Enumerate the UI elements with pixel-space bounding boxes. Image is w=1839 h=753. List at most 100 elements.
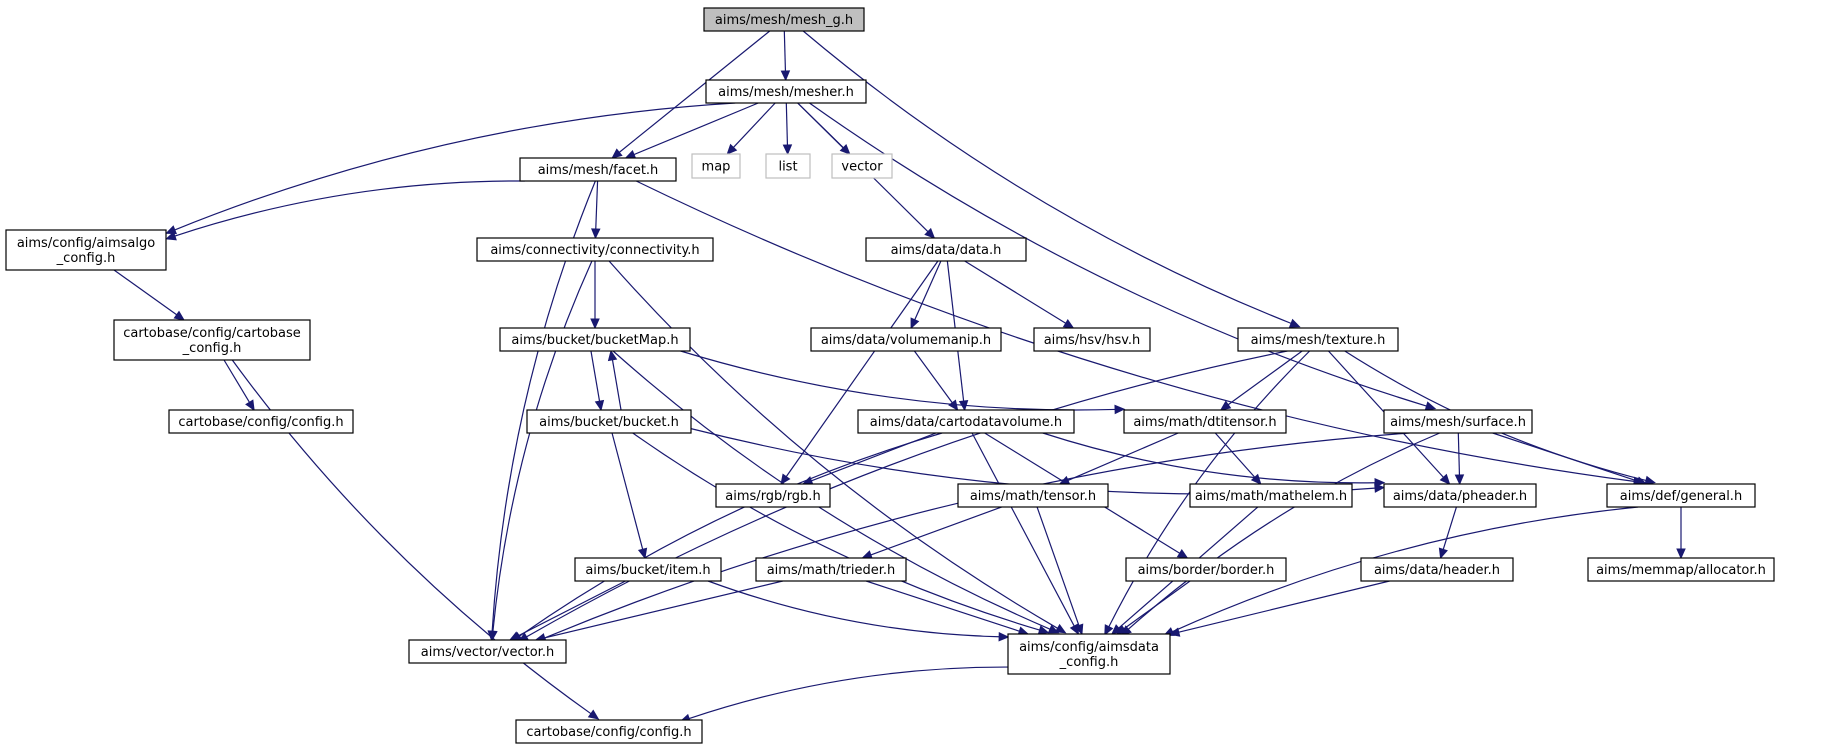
node-label: aims/mesh/facet.h: [538, 163, 659, 178]
arrowhead: [1176, 548, 1189, 559]
edge-cartodatavolume-to-aimsdata: [971, 432, 1075, 627]
arrowhead: [780, 70, 791, 82]
node-label: aims/data/volumemanip.h: [821, 333, 991, 348]
node-box: [1033, 327, 1151, 352]
node-aimsalgo[interactable]: aims/config/aimsalgo_config.h: [5, 229, 167, 271]
node-box: [1606, 483, 1756, 508]
edge-surface-to-aimsdata: [1127, 432, 1440, 630]
node-pheader[interactable]: aims/data/pheader.h: [1383, 483, 1537, 508]
arrowhead: [488, 630, 498, 642]
node-map[interactable]: map: [691, 153, 741, 179]
arrowhead: [624, 149, 637, 159]
edge-bucket-to-aimsdata: [632, 432, 1040, 631]
edge-bucket-to-bucketMap: [611, 359, 622, 411]
node-aimsdata[interactable]: aims/config/aimsdata_config.h: [1007, 633, 1171, 675]
edge-connectivity-to-vecvector: [492, 260, 593, 632]
node-mathelem[interactable]: aims/math/mathelem.h: [1189, 483, 1353, 508]
arrowhead: [1250, 473, 1262, 485]
node-connectivity[interactable]: aims/connectivity/connectivity.h: [476, 237, 714, 262]
edge-texture-to-aimsdata: [1108, 350, 1311, 627]
node-facet[interactable]: aims/mesh/facet.h: [519, 157, 677, 182]
node-label: aims/bucket/bucketMap.h: [511, 333, 678, 348]
node-cartodatavolume[interactable]: aims/data/cartodatavolume.h: [857, 409, 1075, 434]
node-header[interactable]: aims/data/header.h: [1360, 557, 1514, 582]
edge-aimsalgo-to-cartobase_cfg: [113, 269, 178, 316]
edge-facet-to-general: [635, 180, 1635, 483]
edge-mesher-to-map: [733, 102, 776, 148]
node-box: [1189, 483, 1353, 508]
arrowhead: [165, 225, 178, 235]
edge-tensor-to-aimsdata: [1036, 506, 1080, 626]
node-vecvector[interactable]: aims/vector/vector.h: [408, 639, 567, 664]
node-box: [515, 719, 703, 744]
node-mesher[interactable]: aims/mesh/mesher.h: [705, 79, 867, 104]
edge-tensor-to-trieder: [870, 506, 1002, 556]
arrowhead: [924, 227, 936, 239]
node-label: aims/rgb/rgb.h: [725, 489, 820, 504]
arrowhead: [591, 228, 601, 240]
node-tensor[interactable]: aims/math/tensor.h: [957, 483, 1109, 508]
arrowhead: [245, 399, 255, 412]
node-item[interactable]: aims/bucket/item.h: [574, 557, 722, 582]
edge-mesh_g-to-facet: [618, 30, 771, 153]
edge-item-to-aimsdata: [707, 580, 1000, 638]
edge-pheader-to-header: [1442, 506, 1458, 550]
node-rgb[interactable]: aims/rgb/rgb.h: [715, 483, 831, 508]
node-box: [1125, 557, 1287, 582]
node-trieder[interactable]: aims/math/trieder.h: [755, 557, 907, 582]
node-label: aims/data/header.h: [1374, 563, 1500, 578]
node-volumemanip[interactable]: aims/data/volumemanip.h: [810, 327, 1002, 352]
node-dtitensor[interactable]: aims/math/dtitensor.h: [1123, 409, 1287, 434]
node-vector[interactable]: vector: [831, 153, 893, 179]
node-box: [574, 557, 722, 582]
arrowhead: [1438, 547, 1448, 560]
arrowhead: [998, 632, 1010, 642]
edge-cartodatavolume-to-pheader: [1042, 432, 1376, 484]
arrowhead: [780, 473, 791, 486]
node-data[interactable]: aims/data/data.h: [865, 237, 1027, 262]
node-box: [168, 409, 354, 434]
edge-data-to-rgb: [785, 260, 939, 477]
arrowhead: [1168, 627, 1181, 637]
node-hsv[interactable]: aims/hsv/hsv.h: [1033, 327, 1151, 352]
node-cartobase_cfg[interactable]: cartobase/config/cartobase_config.h: [113, 319, 311, 361]
node-border[interactable]: aims/border/border.h: [1125, 557, 1287, 582]
node-label: aims/bucket/bucket.h: [539, 415, 679, 430]
node-mesh_g[interactable]: aims/mesh/mesh_g.h: [703, 7, 865, 32]
node-box: [499, 327, 691, 352]
node-list[interactable]: list: [765, 153, 811, 179]
arrowhead: [1037, 625, 1050, 635]
node-cb_config[interactable]: cartobase/config/config.h: [168, 409, 354, 434]
edge-cartodatavolume-to-vecvector: [519, 432, 943, 637]
node-box: [957, 483, 1109, 508]
edge-connectivity-to-aimsdata: [608, 260, 1058, 629]
arrowhead: [1047, 624, 1060, 634]
node-bucketMap[interactable]: aims/bucket/bucketMap.h: [499, 327, 691, 352]
node-box: [5, 229, 167, 271]
node-cb_config2[interactable]: cartobase/config/config.h: [515, 719, 703, 744]
edge-trieder-to-vecvector: [544, 580, 783, 639]
node-layer: aims/mesh/mesh_g.h aims/mesh/mesher.h aims…: [5, 7, 1775, 744]
node-box: [1360, 557, 1514, 582]
arrowhead: [1104, 624, 1114, 636]
node-surface[interactable]: aims/mesh/surface.h: [1383, 409, 1533, 434]
edge-general-to-aimsdata: [1172, 506, 1639, 633]
node-general[interactable]: aims/def/general.h: [1606, 483, 1756, 508]
node-box: [476, 237, 714, 262]
node-label: aims/vector/vector.h: [421, 645, 554, 660]
node-allocator[interactable]: aims/memmap/allocator.h: [1587, 557, 1775, 582]
node-texture[interactable]: aims/mesh/texture.h: [1237, 327, 1399, 352]
node-box: [715, 483, 831, 508]
node-label: aims/mesh/mesher.h: [718, 85, 854, 100]
node-label: aims/mesh/texture.h: [1251, 333, 1386, 348]
node-label: aims/data/cartodatavolume.h: [870, 415, 1062, 430]
edge-data-to-hsv: [964, 260, 1066, 324]
edge-facet-to-aimsalgo: [174, 180, 525, 237]
node-bucket[interactable]: aims/bucket/bucket.h: [526, 409, 692, 434]
node-label: aims/memmap/allocator.h: [1596, 563, 1766, 578]
edge-cartodatavolume-to-rgb: [811, 432, 937, 482]
node-box: [831, 153, 893, 179]
arrowhead: [1219, 400, 1232, 411]
node-box: [113, 319, 311, 361]
